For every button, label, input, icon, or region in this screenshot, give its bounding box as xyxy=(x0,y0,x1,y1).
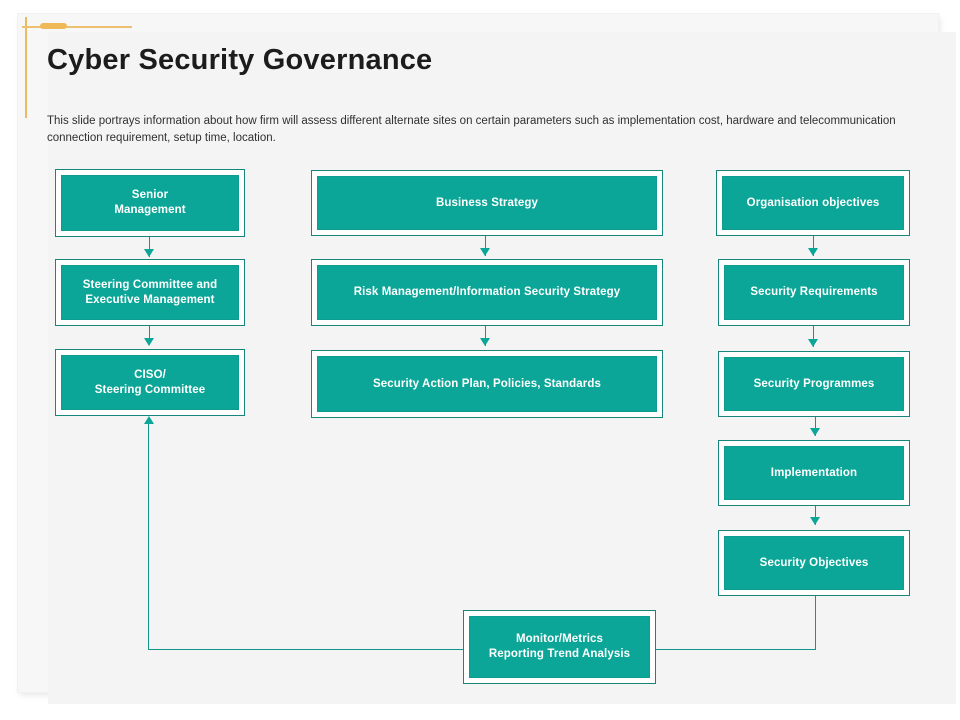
node-fill: Risk Management/Information Security Str… xyxy=(317,265,657,320)
node-label-line2: Steering Committee xyxy=(94,383,206,396)
accent-vertical-line-icon xyxy=(25,17,27,118)
node-fill: CISO/ Steering Committee xyxy=(61,355,239,410)
node-label-line2: Executive Management xyxy=(85,293,215,306)
node-label: Security Objectives xyxy=(754,556,875,571)
node-label: Security Programmes xyxy=(748,377,881,392)
node-fill: Monitor/Metrics Reporting Trend Analysis xyxy=(469,616,650,678)
node-senior-management[interactable]: Senior Management xyxy=(55,169,245,237)
node-label: Risk Management/Information Security Str… xyxy=(348,285,627,300)
arrowhead-c2-2-to-3-icon xyxy=(480,338,490,346)
arrowhead-c1-2-to-3-icon xyxy=(144,338,154,346)
node-fill: Steering Committee and Executive Managem… xyxy=(61,265,239,320)
node-label: CISO/ Steering Committee xyxy=(89,368,211,398)
node-ciso-steering-committee[interactable]: CISO/ Steering Committee xyxy=(55,349,245,416)
connector-c1-2-to-3 xyxy=(149,326,151,345)
connector-monitor-to-ciso-vertical xyxy=(148,424,150,650)
node-label: Steering Committee and Executive Managem… xyxy=(77,278,223,308)
arrowhead-c3-1-to-2-icon xyxy=(808,248,818,256)
connector-c2-2-to-3 xyxy=(485,326,487,346)
connector-c3-1-to-2 xyxy=(813,236,815,256)
connector-objectives-to-monitor-vertical xyxy=(815,596,817,650)
node-label: Senior Management xyxy=(108,188,191,218)
arrowhead-c2-1-to-2-icon xyxy=(480,248,490,256)
node-label-line2: Reporting Trend Analysis xyxy=(488,648,631,660)
connector-monitor-to-ciso-horizontal xyxy=(148,649,463,651)
arrowhead-monitor-to-ciso-icon xyxy=(144,416,154,424)
node-security-objectives[interactable]: Security Objectives xyxy=(718,530,910,596)
node-label-line2: Management xyxy=(114,204,186,216)
node-label-line1: Organisation objectives xyxy=(746,196,880,209)
node-monitor-metrics-reporting-trend-analysis[interactable]: Monitor/Metrics Reporting Trend Analysis xyxy=(463,610,656,684)
page-subtitle: This slide portrays information about ho… xyxy=(47,115,896,144)
node-security-action-plan-policies-standards[interactable]: Security Action Plan, Policies, Standard… xyxy=(311,350,663,418)
node-label: Implementation xyxy=(765,466,863,481)
node-label-line1: Implementation xyxy=(770,466,858,479)
node-label: Monitor/Metrics Reporting Trend Analysis xyxy=(483,632,636,662)
node-label: Security Action Plan, Policies, Standard… xyxy=(367,377,607,392)
node-organisation-objectives[interactable]: Organisation objectives xyxy=(716,170,910,236)
node-label: Business Strategy xyxy=(430,196,544,211)
node-implementation[interactable]: Implementation xyxy=(718,440,910,506)
node-label: Organisation objectives xyxy=(741,196,886,211)
node-fill: Security Action Plan, Policies, Standard… xyxy=(317,356,657,412)
node-label-line1: Senior xyxy=(131,189,169,201)
node-label-line1: Steering Committee and xyxy=(82,278,218,291)
node-label: Security Requirements xyxy=(744,285,883,300)
connector-c2-1-to-2 xyxy=(485,236,487,256)
node-risk-management-information-security-strategy[interactable]: Risk Management/Information Security Str… xyxy=(311,259,663,326)
connector-c3-4-to-5 xyxy=(815,506,817,525)
node-fill: Security Programmes xyxy=(724,357,904,411)
node-label-line1: Security Action Plan, Policies, Standard… xyxy=(373,377,601,390)
node-label-line1: Security Objectives xyxy=(759,556,869,569)
connector-c3-3-to-4 xyxy=(815,417,817,436)
page-title: Cyber Security Governance xyxy=(47,44,433,76)
connector-objectives-to-monitor-horizontal xyxy=(656,649,816,651)
node-business-strategy[interactable]: Business Strategy xyxy=(311,170,663,236)
accent-horizontal-line-icon xyxy=(22,26,132,28)
connector-c1-1-to-2 xyxy=(149,237,151,257)
node-security-programmes[interactable]: Security Programmes xyxy=(718,351,910,417)
node-fill: Implementation xyxy=(724,446,904,500)
node-fill: Security Requirements xyxy=(724,265,904,320)
accent-pill-icon xyxy=(40,23,67,29)
arrowhead-c3-4-to-5-icon xyxy=(810,517,820,525)
node-fill: Senior Management xyxy=(61,175,239,231)
arrowhead-c3-2-to-3-icon xyxy=(808,339,818,347)
node-fill: Organisation objectives xyxy=(722,176,904,230)
node-fill: Security Objectives xyxy=(724,536,904,590)
arrowhead-c3-3-to-4-icon xyxy=(810,428,820,436)
node-label-line1: Security Programmes xyxy=(753,377,875,390)
node-label-line1: Risk Management/Information Security Str… xyxy=(353,286,621,298)
node-label-line1: Monitor/Metrics xyxy=(515,633,604,645)
node-fill: Business Strategy xyxy=(317,176,657,230)
node-label-line1: Security Requirements xyxy=(750,286,878,298)
node-label-line1: Business Strategy xyxy=(435,196,539,209)
node-security-requirements[interactable]: Security Requirements xyxy=(718,259,910,326)
node-steering-committee-executive-management[interactable]: Steering Committee and Executive Managem… xyxy=(55,259,245,326)
node-label-line1: CISO/ xyxy=(134,368,166,381)
arrowhead-c1-1-to-2-icon xyxy=(144,249,154,257)
connector-c3-2-to-3 xyxy=(813,326,815,347)
